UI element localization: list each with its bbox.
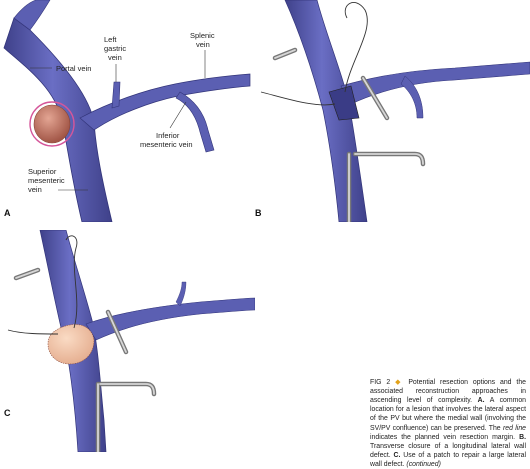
caption-fig-label: FIG 2 (370, 379, 391, 386)
panel-b-illustration (260, 0, 530, 222)
caption-b-label: B. (519, 433, 527, 441)
vein-trunk-b (284, 0, 368, 222)
label-splenic-2: vein (196, 40, 210, 49)
caption-a-text: A common location for a lesion that invo… (370, 397, 526, 432)
label-left-gastric-2: gastric (104, 44, 126, 53)
panel-a-label: A (4, 208, 11, 218)
splenic-vein-shape (79, 73, 251, 131)
label-smv-2: mesenteric (28, 176, 65, 185)
label-left-gastric-3: vein (108, 53, 122, 62)
suture-c (7, 235, 78, 335)
panel-c: C (0, 230, 255, 452)
label-left-gastric-1: Left (104, 35, 117, 44)
patch-c (47, 324, 95, 365)
label-ims-1: Inferior (156, 131, 180, 140)
tumor (33, 104, 71, 144)
label-portal-vein: Portal vein (56, 64, 91, 73)
ims-vein-shape (175, 91, 215, 153)
tumor-ring (29, 101, 75, 147)
figure-caption: FIG 2 ◆ Potential resection options and … (370, 378, 526, 469)
caption-intro: Potential resection options and the asso… (370, 379, 526, 405)
defect-closure-b (328, 85, 360, 121)
panel-b: B (255, 0, 530, 222)
panel-c-illustration (7, 230, 255, 452)
caption-bullet-icon: ◆ (395, 379, 404, 386)
label-smv-1: Superior (28, 167, 57, 176)
label-splenic-1: Splenic (190, 31, 215, 40)
label-ims-2: mesenteric vein (140, 140, 193, 149)
caption-a-label: A. (477, 397, 485, 405)
panel-a-illustration: Portal vein Left gastric vein Splenic ve… (3, 0, 251, 222)
label-smv-3: vein (28, 185, 42, 194)
suture-b (260, 2, 368, 106)
portal-vein-shape (3, 17, 113, 222)
caption-red-line-text: indicates the planned vein resection mar… (370, 433, 516, 441)
caption-continued: (continued) (406, 460, 441, 468)
caption-red-line: red line (502, 424, 526, 432)
panel-a: Portal vein Left gastric vein Splenic ve… (0, 0, 255, 222)
panel-c-label: C (4, 408, 11, 418)
panel-b-label: B (255, 208, 262, 218)
left-gastric-vein-shape (111, 81, 121, 109)
caption-c-label: C. (393, 451, 401, 459)
